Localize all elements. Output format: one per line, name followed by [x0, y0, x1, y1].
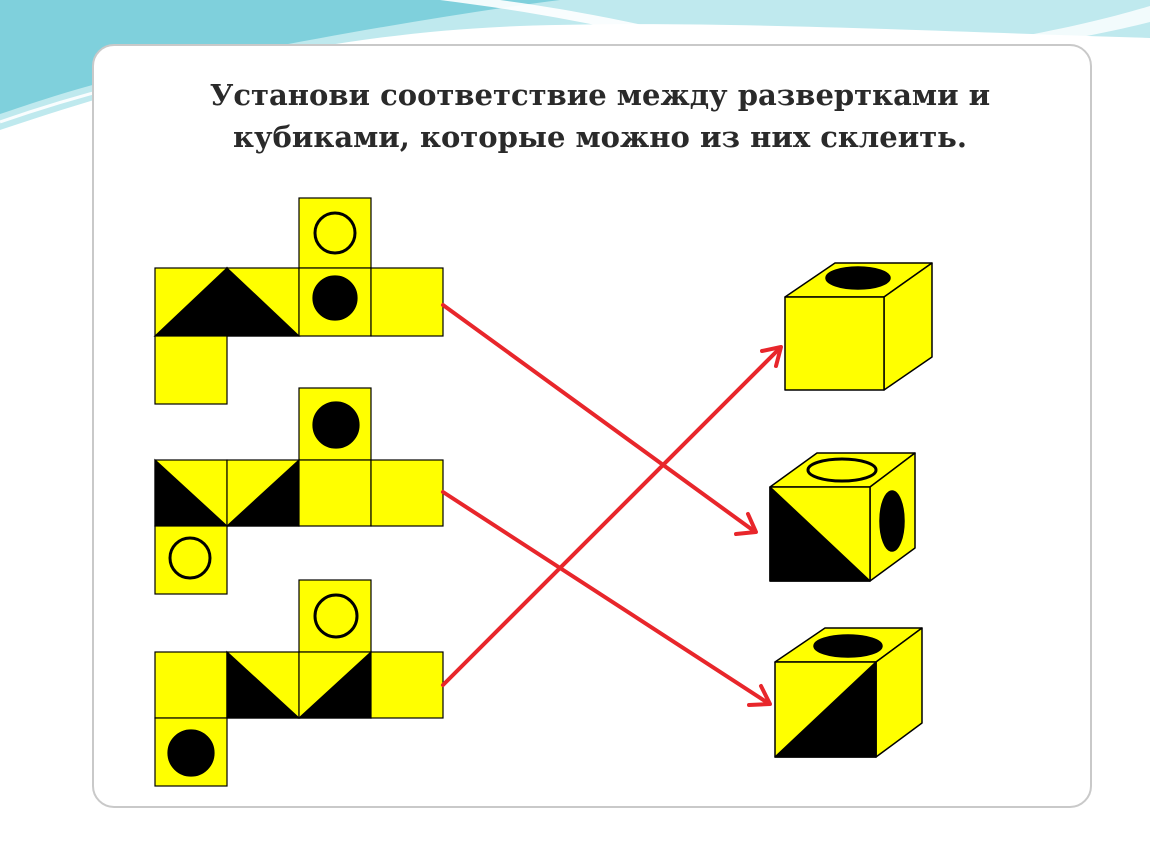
net-1-face-triangle-a [153, 266, 228, 337]
cube-2-front-triangle [769, 486, 871, 582]
net-3-face-triangle-a [226, 650, 301, 719]
arrow-net-2-to-cube-3 [441, 490, 772, 707]
cube-1 [784, 262, 933, 391]
match-arrows [441, 303, 783, 707]
net-3-face-plain-right [370, 651, 444, 719]
net-1-face-triangle-b [226, 266, 301, 337]
net-2-face-bottom [154, 525, 228, 595]
net-1-face-top [298, 197, 372, 269]
task-title-line-2: кубиками, которые можно из них склеить. [233, 120, 967, 154]
net-2-face-top [298, 387, 372, 461]
cube-2 [769, 452, 916, 582]
net-2-face-triangle-a [154, 458, 229, 527]
net-2 [154, 387, 444, 595]
net-3-face-top [298, 579, 372, 653]
cube-2-side-dot [879, 490, 905, 552]
cube-3-front-triangle [774, 661, 877, 758]
net-1-face-dot [298, 267, 372, 337]
net-1-face-plain-bottom [154, 335, 228, 405]
task-title: Установи соответствие между развертками … [100, 74, 1100, 158]
net-1-face-plain-right [370, 267, 444, 337]
net-2-face-plain-b [370, 459, 444, 527]
net-3 [154, 579, 444, 787]
net-1 [153, 197, 444, 405]
cube-3-top-dot [813, 634, 883, 658]
cube-1-top-dot [825, 266, 891, 290]
cube-1-front-face [784, 296, 885, 391]
cube-2-top-circle [806, 457, 878, 483]
net-3-face-plain-left [154, 651, 228, 719]
net-3-face-bottom [154, 717, 228, 787]
cube-3 [774, 627, 923, 758]
net-2-face-triangle-b [225, 458, 300, 527]
arrow-net-3-to-cube-1 [441, 345, 783, 687]
net-3-face-triangle-b [297, 650, 372, 719]
arrow-net-1-to-cube-2 [441, 303, 758, 536]
net-2-face-plain-a [298, 459, 372, 527]
task-title-line-1: Установи соответствие между развертками … [209, 78, 991, 112]
